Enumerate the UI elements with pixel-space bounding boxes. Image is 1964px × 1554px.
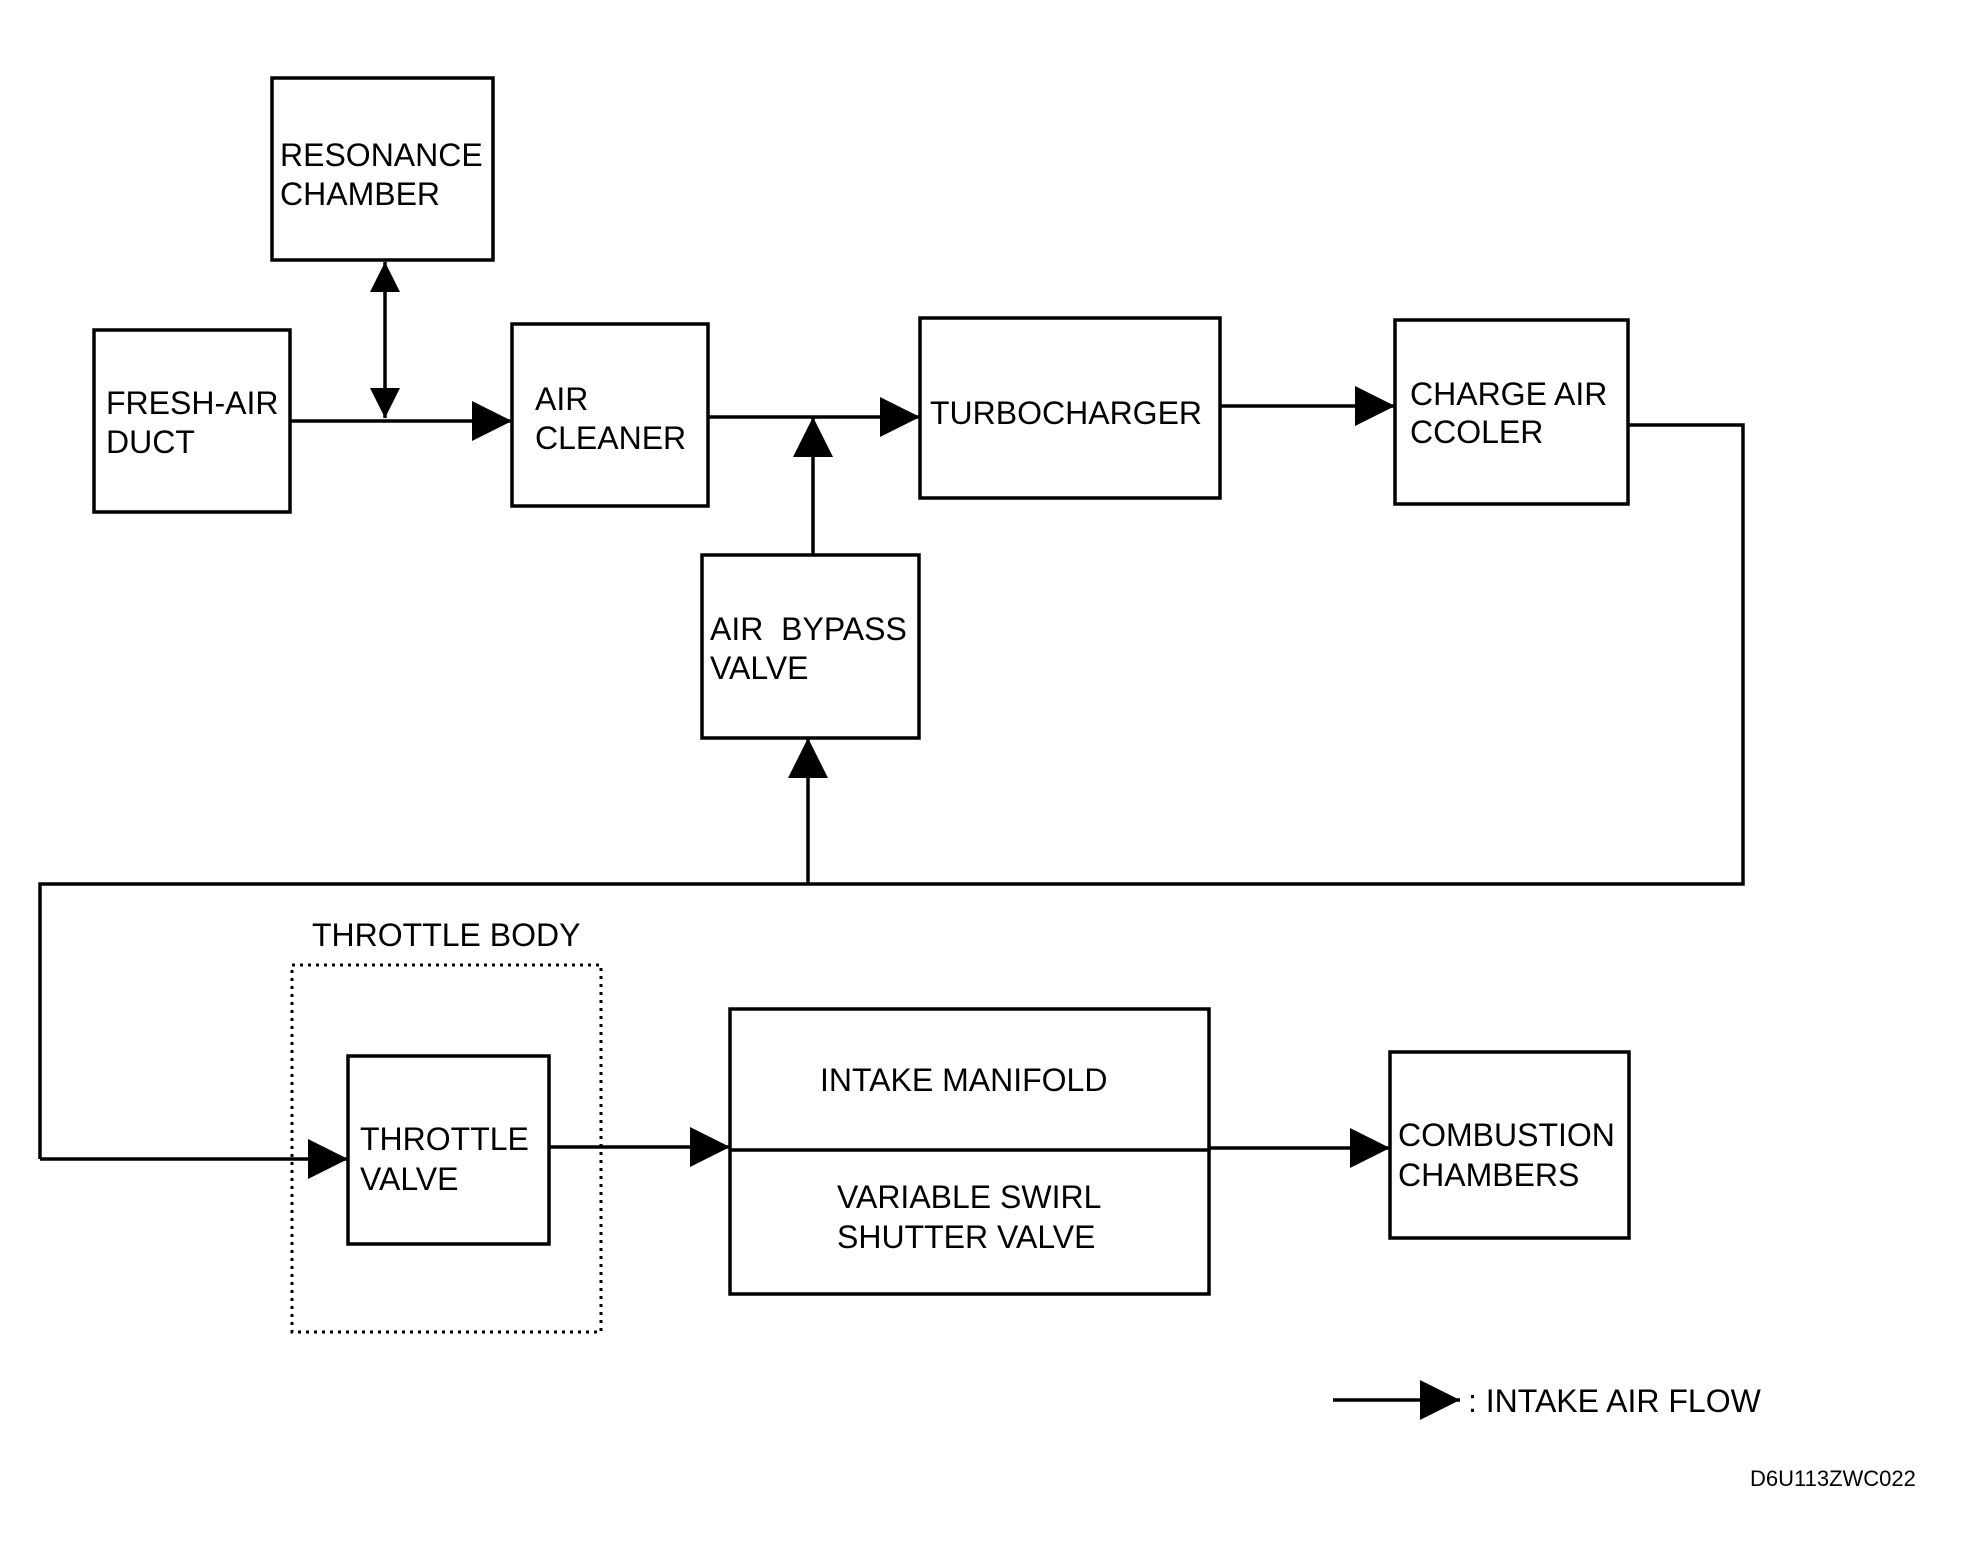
- variable-swirl-label-1: VARIABLE SWIRL: [837, 1179, 1101, 1215]
- throttle-body-group: [290, 963, 603, 1334]
- figure-code: D6U113ZWC022: [1750, 1466, 1916, 1491]
- air-cleaner-label-1: AIR: [535, 381, 588, 417]
- throttle-valve-label-2: VALVE: [360, 1161, 458, 1197]
- throttle-body-label: THROTTLE BODY: [312, 917, 580, 953]
- turbocharger-label: TURBOCHARGER: [930, 395, 1202, 431]
- legend-label: : INTAKE AIR FLOW: [1468, 1383, 1762, 1419]
- throttle-valve-box: [346, 1054, 551, 1246]
- resonance-chamber-label-2: CHAMBER: [280, 176, 440, 212]
- air-bypass-valve-label-1: AIR BYPASS: [710, 611, 907, 647]
- turbocharger-box: [918, 316, 1222, 500]
- air-cleaner-label-2: CLEANER: [535, 420, 686, 456]
- fresh-air-duct-box: [92, 328, 292, 514]
- fresh-air-duct-label-1: FRESH-AIR: [106, 385, 278, 421]
- resonance-chamber-box: [270, 76, 495, 262]
- charge-air-cooler-label-2: CCOLER: [1410, 414, 1543, 450]
- flow-line-cooler-return: [38, 423, 1745, 1159]
- variable-swirl-label-2: SHUTTER VALVE: [837, 1219, 1095, 1255]
- throttle-valve-label-1: THROTTLE: [360, 1121, 529, 1157]
- combustion-chambers-label-1: COMBUSTION: [1398, 1117, 1615, 1153]
- air-cleaner-box: [510, 322, 710, 508]
- fresh-air-duct-label-2: DUCT: [106, 424, 195, 460]
- charge-air-cooler-box: [1393, 318, 1630, 506]
- combustion-chambers-box: [1388, 1050, 1631, 1240]
- intake-manifold-label: INTAKE MANIFOLD: [820, 1062, 1107, 1098]
- combustion-chambers-label-2: CHAMBERS: [1398, 1157, 1579, 1193]
- air-bypass-valve-label-2: VALVE: [710, 650, 808, 686]
- resonance-chamber-label-1: RESONANCE: [280, 137, 483, 173]
- charge-air-cooler-label-1: CHARGE AIR: [1410, 376, 1607, 412]
